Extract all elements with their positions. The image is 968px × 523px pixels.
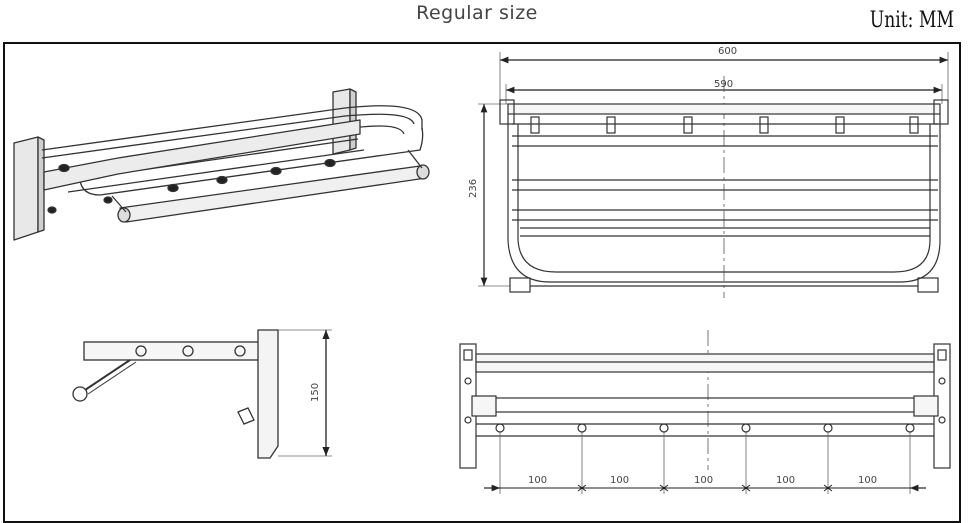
hook-spacing-label-4: 100 (776, 475, 795, 486)
dim-590-label: 590 (714, 79, 733, 90)
unit-label: Unit: MM (869, 8, 954, 33)
hook-spacing-label-3: 100 (694, 475, 713, 486)
hook-spacing-label-2: 100 (610, 475, 629, 486)
dim-150-label: 150 (310, 383, 321, 402)
isometric-view (13, 88, 430, 241)
diagram-title: Regular size (416, 2, 538, 24)
dim-236-label: 236 (468, 179, 479, 198)
top-view (478, 52, 949, 298)
dim-600-label: 600 (718, 46, 737, 57)
side-view (72, 329, 332, 459)
hook-spacing-label-5: 100 (858, 475, 877, 486)
hook-spacing-label-1: 100 (528, 475, 547, 486)
front-view (459, 330, 951, 494)
